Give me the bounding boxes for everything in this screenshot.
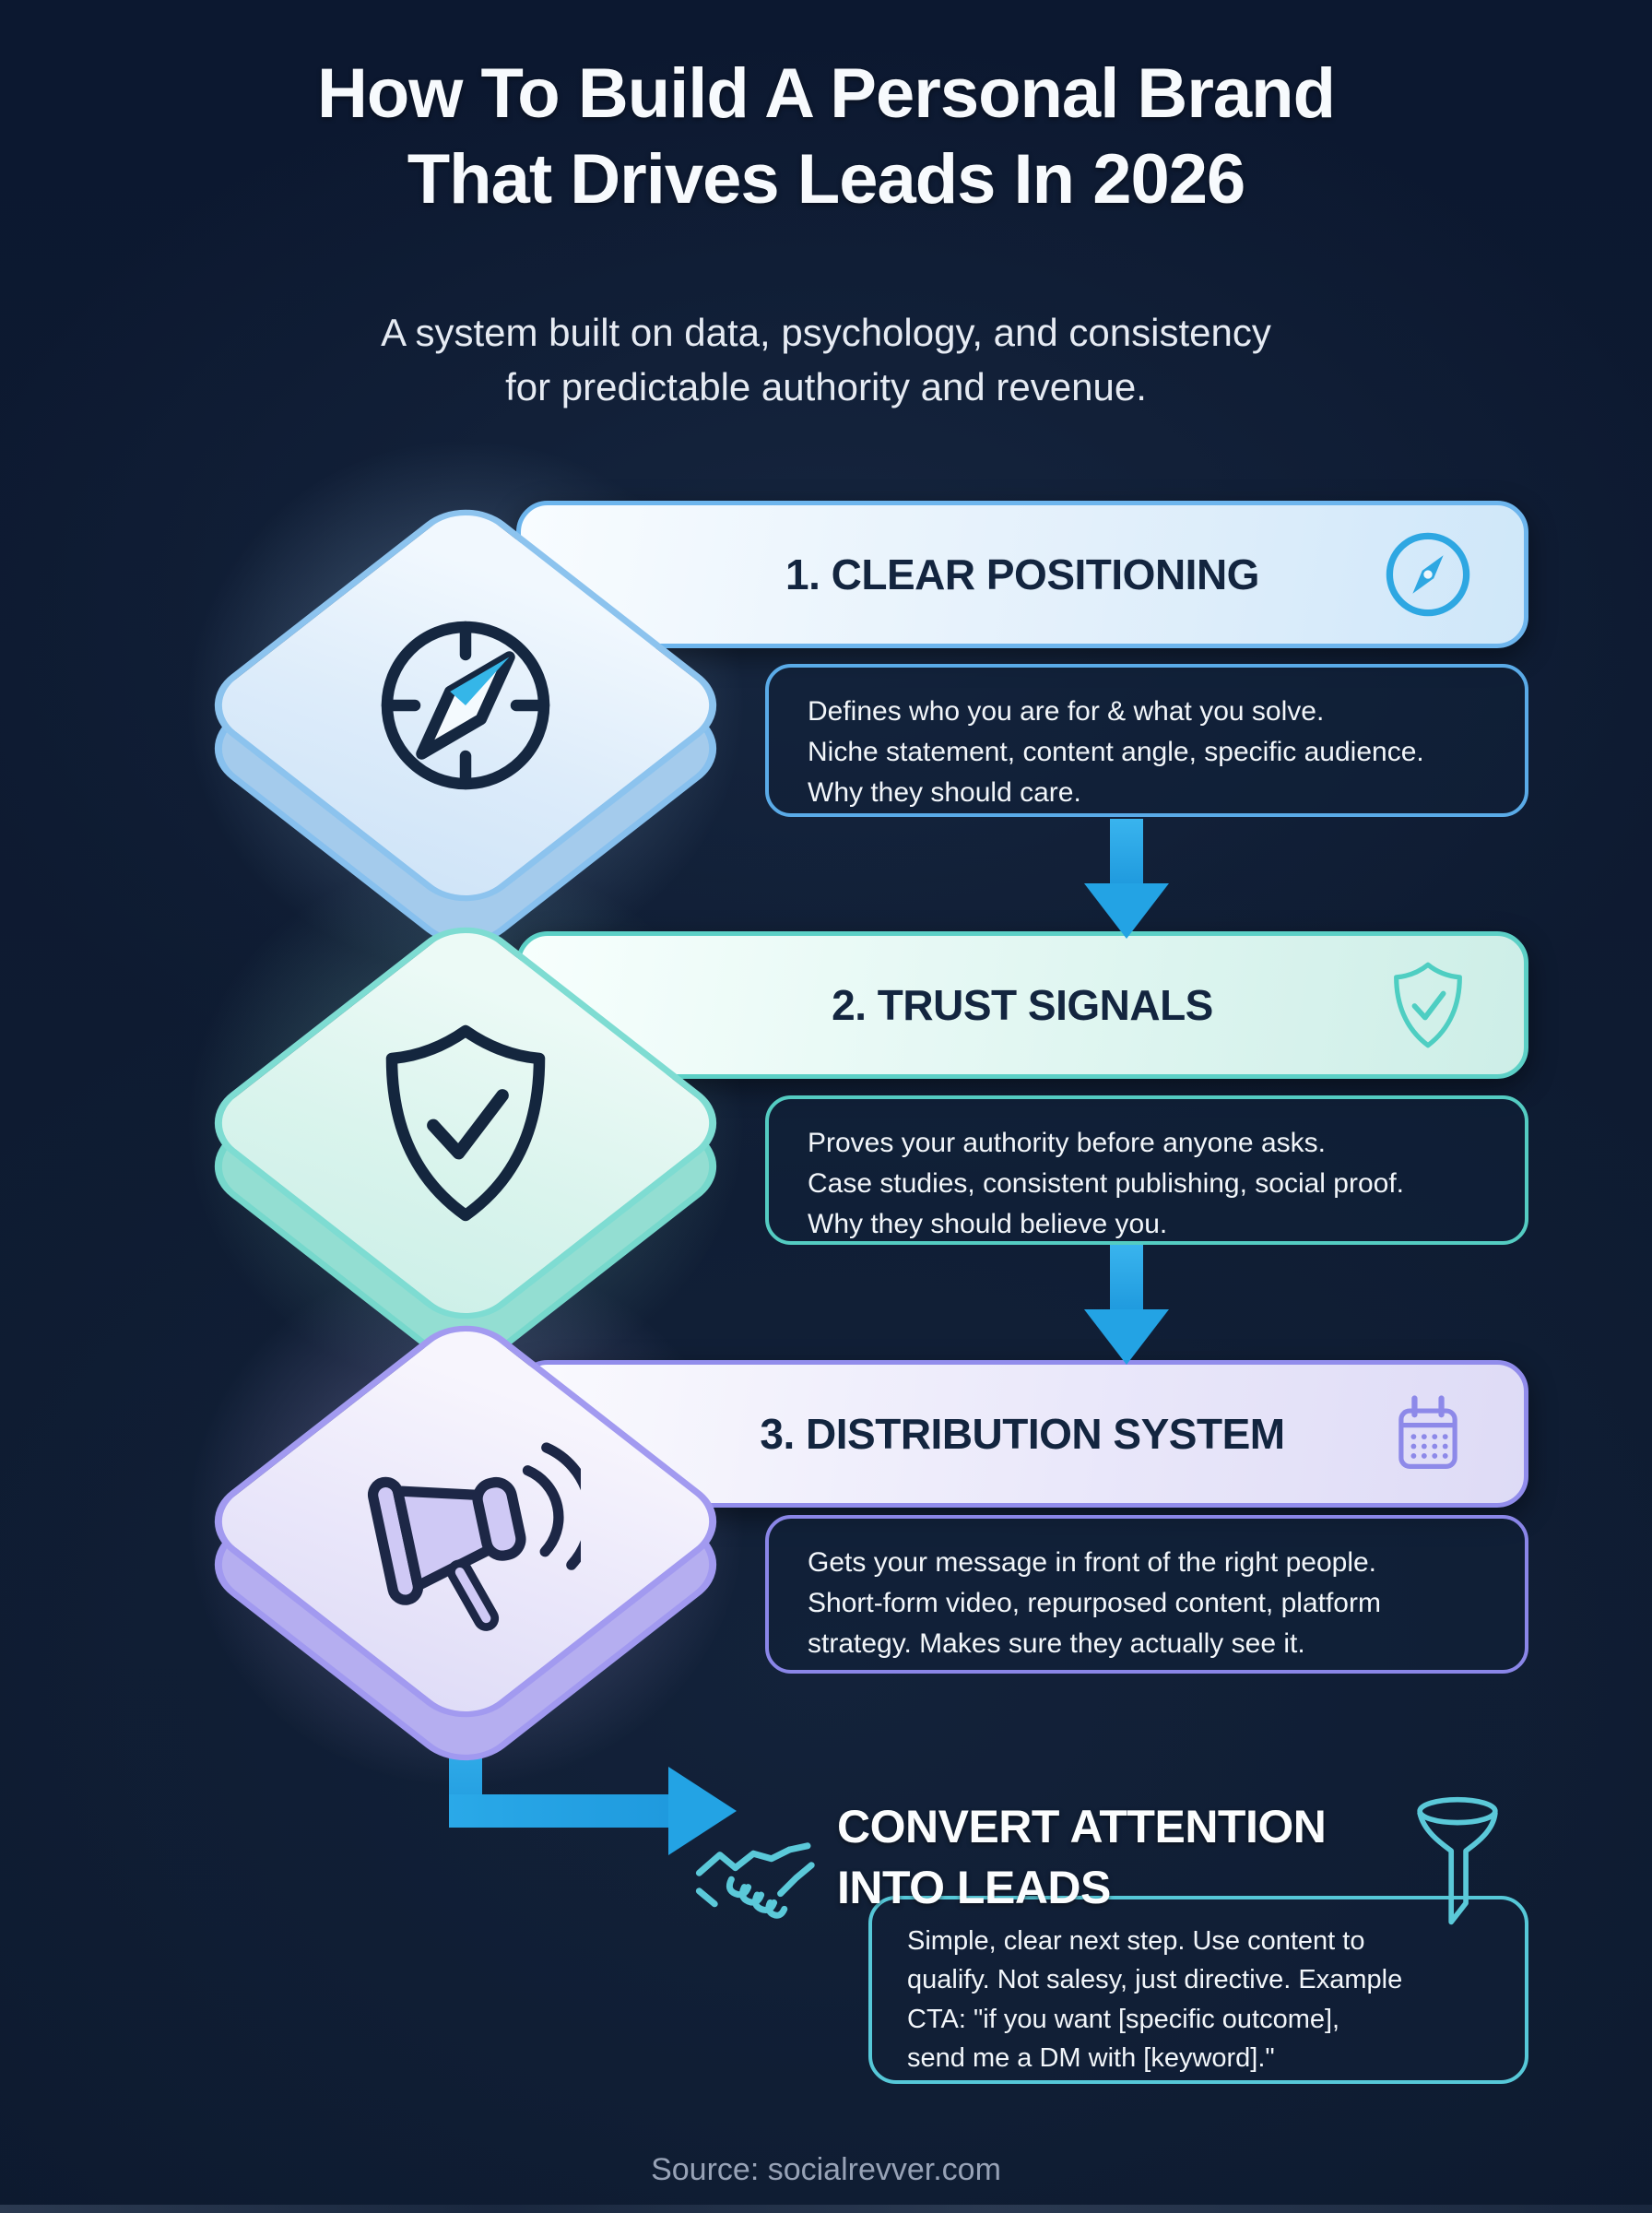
convert-heading-line2: INTO LEADS [837, 1862, 1111, 1913]
convert-heading: CONVERT ATTENTION INTO LEADS [837, 1796, 1327, 1918]
bottom-edge-strip [0, 2205, 1652, 2213]
step2-desc-line3: Why they should believe you. [808, 1208, 1168, 1239]
step2-description: Proves your authority before anyone asks… [765, 1095, 1528, 1245]
step2-heading: 2. TRUST SIGNALS [832, 981, 1213, 1029]
page-subtitle-line1: A system built on data, psychology, and … [381, 311, 1271, 354]
convert-desc-line3: CTA: "if you want [specific outcome], [907, 2004, 1340, 2034]
step1-desc-line2: Niche statement, content angle, specific… [808, 736, 1424, 767]
compass-circle-icon [1380, 527, 1476, 622]
arrow-down-1-head [1084, 883, 1169, 939]
calendar-icon [1380, 1386, 1476, 1482]
arrow-down-2-head [1084, 1309, 1169, 1365]
convert-desc-line4: send me a DM with [keyword]." [907, 2042, 1275, 2073]
convert-description: Simple, clear next step. Use content to … [868, 1896, 1528, 2084]
megaphone-icon [272, 1328, 659, 1715]
convert-desc-line2: qualify. Not salesy, just directive. Exa… [907, 1965, 1403, 1995]
step3-desc-line2: Short-form video, repurposed content, pl… [808, 1587, 1381, 1618]
step1-description: Defines who you are for & what you solve… [765, 664, 1528, 817]
step1-desc-line1: Defines who you are for & what you solve… [808, 696, 1325, 727]
funnel-icon [1403, 1794, 1512, 1939]
shield-check-icon [272, 929, 659, 1317]
step2-diamond [192, 909, 739, 1380]
step3-heading: 3. DISTRIBUTION SYSTEM [760, 1410, 1285, 1458]
compass-icon [272, 512, 659, 899]
page-title-line1: How To Build A Personal Brand [316, 54, 1336, 133]
page-subtitle-line2: for predictable authority and revenue. [505, 364, 1147, 408]
step3-desc-line3: strategy. Makes sure they actually see i… [808, 1627, 1305, 1659]
page-title: How To Build A Personal Brand That Drive… [0, 52, 1652, 222]
handshake-icon [691, 1818, 820, 1937]
convert-desc-line1: Simple, clear next step. Use content to [907, 1926, 1365, 1956]
arrow-elbow-head [668, 1767, 737, 1855]
step1-diamond [192, 491, 739, 963]
step3-description: Gets your message in front of the right … [765, 1515, 1528, 1674]
step2-desc-line1: Proves your authority before anyone asks… [808, 1128, 1326, 1158]
step3-desc-line1: Gets your message in front of the right … [808, 1547, 1377, 1578]
source-credit: Source: socialrevver.com [651, 2152, 1001, 2187]
convert-heading-line1: CONVERT ATTENTION [837, 1801, 1327, 1852]
step1-desc-line3: Why they should care. [808, 776, 1081, 808]
arrow-elbow-horizontal-shaft [449, 1794, 668, 1828]
shield-check-badge-icon [1380, 953, 1476, 1057]
arrow-down-1-shaft [1110, 819, 1143, 885]
arrow-down-2-shaft [1110, 1245, 1143, 1311]
step2-desc-line2: Case studies, consistent publishing, soc… [808, 1167, 1405, 1199]
step1-header-bar: 1. CLEAR POSITIONING [516, 501, 1528, 648]
page-title-line2: That Drives Leads In 2026 [407, 139, 1246, 219]
page-subtitle: A system built on data, psychology, and … [0, 306, 1652, 415]
step2-header-bar: 2. TRUST SIGNALS [516, 931, 1528, 1079]
step1-heading: 1. CLEAR POSITIONING [785, 550, 1259, 598]
step3-diamond [192, 1308, 739, 1779]
